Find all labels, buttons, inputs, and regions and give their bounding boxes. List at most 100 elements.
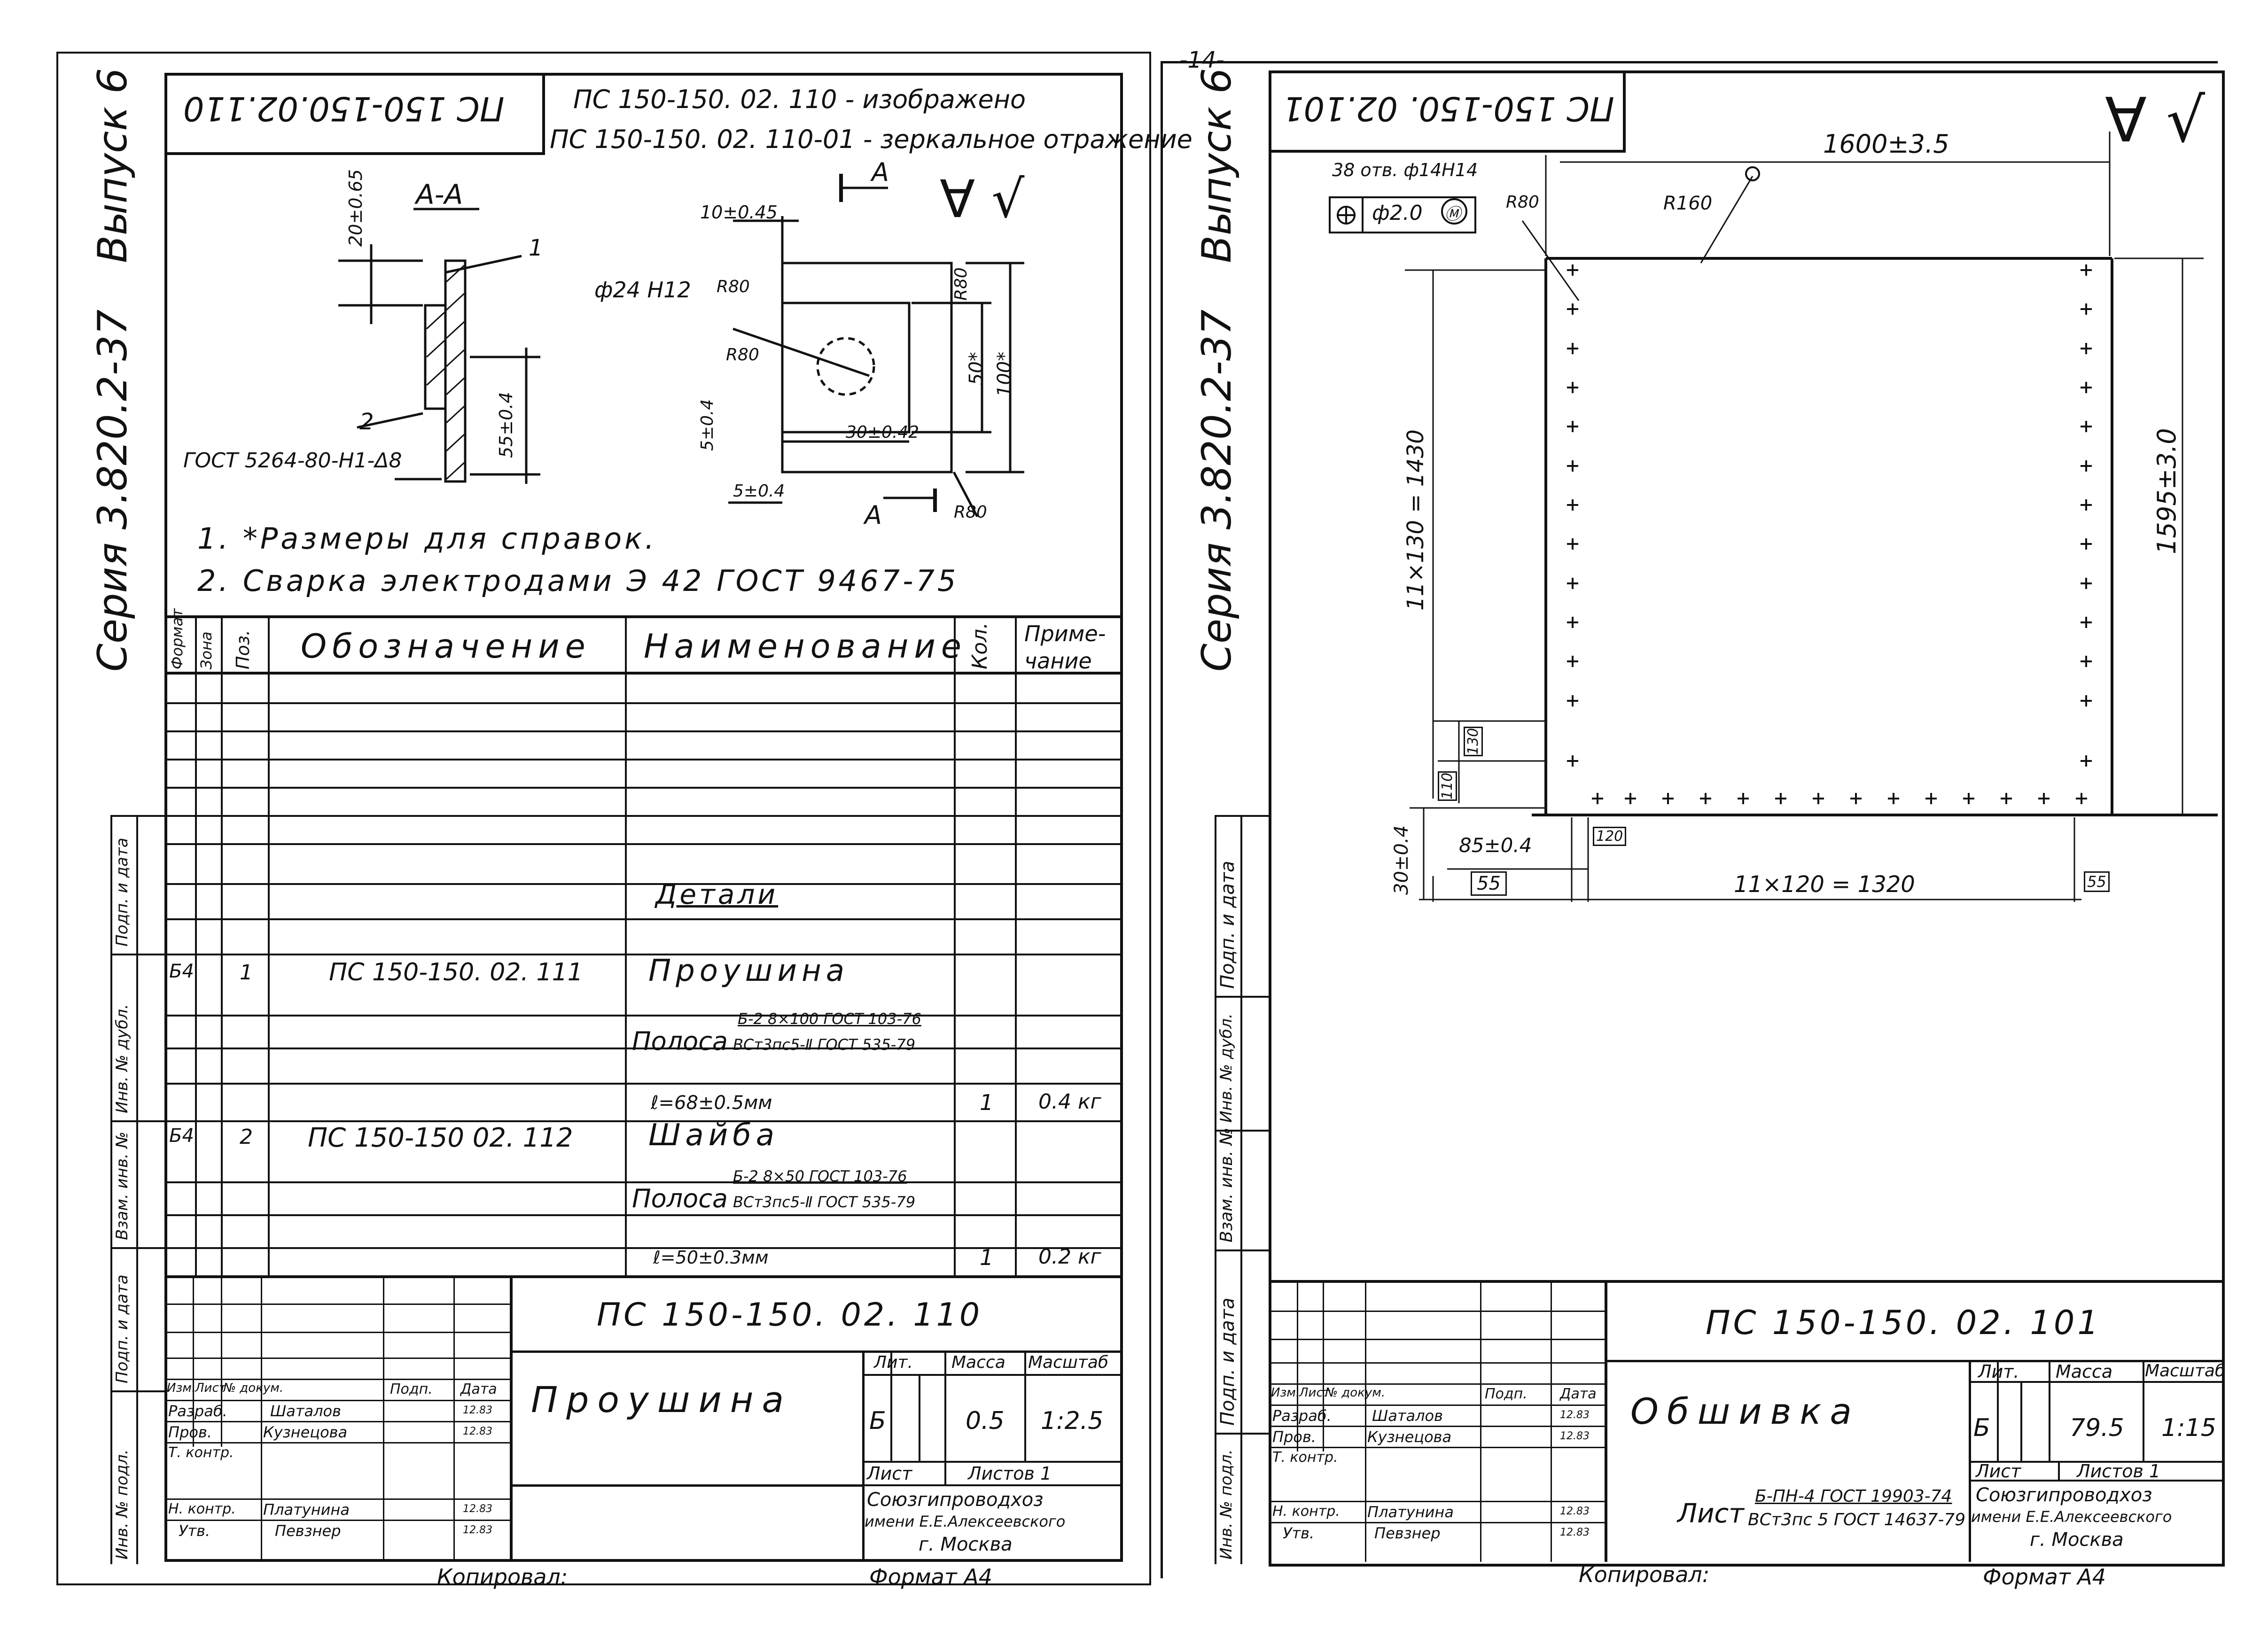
spec-row-line [164, 1181, 1123, 1183]
tb-head: Лист [1299, 1386, 1330, 1400]
dim-30: 30±0.42 [846, 423, 920, 442]
tb-scale-label: Масштаб [2145, 1361, 2226, 1381]
spec-row-line [164, 1083, 1123, 1085]
tb-line [1997, 1360, 1999, 1461]
dim-width: 1600±3.5 [1823, 129, 1949, 159]
spec-row-line [164, 1048, 1123, 1049]
tb-line [1024, 1350, 1026, 1461]
tb-line [1969, 1461, 2225, 1463]
tb-sheets-label: Листов 1 [968, 1463, 1052, 1484]
tb-scale: 1:15 [2161, 1414, 2216, 1442]
tb-person: Кузнецова [1367, 1428, 1452, 1446]
dim-55b: 55 [2084, 871, 2110, 892]
tb-role: Утв. [1283, 1524, 1315, 1542]
tb-head: Подп. [390, 1381, 433, 1397]
left-strip-sep [110, 954, 164, 955]
tb-grid [1269, 1404, 1605, 1406]
tb-line [510, 1350, 1123, 1353]
tb-scale-label: Масштаб [1028, 1353, 1109, 1372]
tb-material-bottom: ВСт3пс 5 ГОСТ 14637-79 [1748, 1510, 1966, 1529]
tb-name: Обшивка [1630, 1390, 1860, 1432]
left-section-mark-top: А [872, 157, 889, 187]
left-note-mirror: ПС 150-150. 02. 110-01 - зеркальное отра… [550, 124, 1192, 154]
right-strip-line [1215, 815, 1216, 1564]
left-outer-frame [56, 52, 1151, 1585]
spec-row-line [164, 843, 1123, 845]
left-copied-by: Копировал: [437, 1564, 568, 1590]
right-strip-label: Взам. инв. № [1217, 1127, 1236, 1242]
tb-head: Подп. [1485, 1386, 1528, 1402]
spec-row-line [164, 1015, 1123, 1016]
right-strip-sep [1215, 1249, 1269, 1251]
right-left-edge [1161, 61, 1163, 1578]
tb-grid [164, 1304, 510, 1305]
dim-r80: R80 [1506, 193, 1539, 212]
tb-grid [1269, 1426, 1605, 1427]
dim-vert-chain: 11×130 = 1430 [1403, 429, 1429, 611]
tb-grid [1269, 1383, 1605, 1385]
tb-line [2143, 1360, 2144, 1461]
left-section-label: А-А [416, 178, 463, 210]
tb-role: Разраб. [1272, 1407, 1332, 1425]
spec-col-line [268, 615, 270, 1275]
dim-height: 1595±3.0 [2152, 428, 2182, 554]
tb-grid [1480, 1280, 1481, 1562]
dim-55a: 55 [1471, 871, 1507, 896]
tb-org: Союзгипроводхоз [1976, 1484, 2152, 1506]
tb-grid [1365, 1280, 1366, 1562]
tb-person: Певзнер [1374, 1524, 1441, 1542]
tb-date: 12.83 [463, 1404, 492, 1416]
tb-mass: 79.5 [2070, 1414, 2124, 1442]
tb-person: Платунина [1367, 1503, 1454, 1521]
spec-row-qty: 1 [980, 1245, 994, 1270]
tb-date: 12.83 [1560, 1409, 1590, 1421]
spec-row-name: Детали [655, 878, 779, 910]
tb-grid [1269, 1522, 1605, 1523]
tb-grid [193, 1275, 194, 1447]
spec-top-border [164, 615, 1123, 618]
tb-grid [221, 1275, 222, 1447]
page-number: -14- [1179, 47, 1224, 73]
spec-row-name: Проушина [648, 954, 849, 988]
tb-scale: 1:2.5 [1041, 1407, 1104, 1435]
dim-r80a: R80 [717, 277, 750, 296]
right-strip-sep [1215, 1433, 1269, 1435]
spec-row-name-top: Б-2 8×100 ГОСТ 103-76 [738, 1010, 921, 1028]
tb-role: Разраб. [168, 1402, 227, 1420]
tb-org: имени Е.Е.Алексеевского [865, 1513, 1066, 1530]
right-copied-by: Копировал: [1579, 1562, 1710, 1587]
rivet-holes [1567, 264, 2092, 804]
spec-row-name-bottom: ВСт3пс5-Ⅱ ГОСТ 535-79 [733, 1193, 916, 1211]
spec-row-line [164, 759, 1123, 760]
tb-mass: 0.5 [966, 1407, 1005, 1435]
dim-120: 120 [1593, 827, 1627, 846]
tb-person: Певзнер [275, 1522, 341, 1540]
tb-line [2049, 1360, 2050, 1461]
spec-row-line [164, 954, 1123, 955]
tb-material-top: Б-ПН-4 ГОСТ 19903-74 [1755, 1487, 1952, 1506]
spec-row-name: Полоса [632, 1184, 728, 1213]
right-stamp-box [1269, 70, 1626, 153]
tb-role: Утв. [179, 1522, 210, 1540]
tb-role: Н. контр. [168, 1501, 236, 1517]
tb-date: 12.83 [463, 1503, 492, 1515]
spec-row-format: Б4 [169, 961, 194, 982]
dim-110: 110 [1438, 771, 1457, 801]
spec-row-format: Б4 [169, 1125, 194, 1147]
dim-hole: ф24 Н12 [594, 277, 691, 303]
dim-10: 10±0.45 [700, 202, 778, 223]
spec-row-line [164, 883, 1123, 885]
spec-row-line [164, 702, 1123, 704]
tb-person: Шаталов [1372, 1407, 1443, 1425]
left-section-mark-bottom: А [865, 500, 882, 530]
spec-col-line [625, 615, 627, 1275]
tb-mass-label: Масса [2056, 1361, 2113, 1382]
spec-header-designation: Обозначение [301, 627, 591, 666]
tb-sheet-label: Лист [867, 1463, 912, 1484]
tb-grid [1323, 1280, 1324, 1451]
tb-grid [1297, 1280, 1298, 1451]
right-strip-label: Подп. и дата [1217, 861, 1239, 989]
tb-sheets-label: Листов 1 [2077, 1461, 2161, 1482]
tb-person: Платунина [263, 1501, 350, 1519]
dim-r80d: R80 [954, 503, 987, 522]
